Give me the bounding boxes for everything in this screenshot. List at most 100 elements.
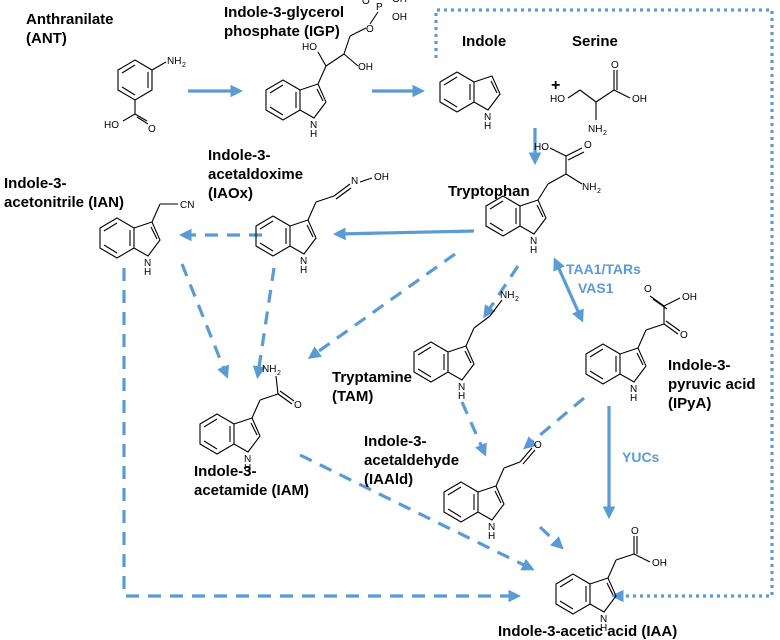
iaox-structure: N H N OH bbox=[255, 172, 389, 276]
iaox-label-line2: acetaldoxime bbox=[208, 166, 303, 183]
tryptamine-structure: N H NH 2 bbox=[413, 290, 519, 402]
iaox-n-atom: N bbox=[300, 256, 307, 267]
igp-structure: N H HO OH O P OH OH O bbox=[265, 0, 407, 140]
anthranilate-structure: NH 2 HO O bbox=[104, 56, 186, 135]
arrow-iaald-to-iaa bbox=[538, 525, 564, 550]
tam-nh2-atom: NH bbox=[500, 290, 514, 301]
igp-oh2-atom: OH bbox=[392, 12, 407, 23]
ipya-h-atom: H bbox=[630, 393, 637, 404]
igp-label-line2: phosphate (IGP) bbox=[224, 23, 340, 40]
igp-oh1-atom: OH bbox=[392, 0, 407, 5]
iaa-oh-atom: OH bbox=[652, 558, 667, 569]
trp-n-atom: N bbox=[530, 236, 537, 247]
iaald-o-atom: O bbox=[534, 440, 542, 451]
iaox-noh-n: N bbox=[351, 176, 358, 187]
iaa-n-atom: N bbox=[600, 614, 607, 625]
ian-label-line1: Indole-3- bbox=[4, 175, 67, 192]
ant-nh2-sub: 2 bbox=[182, 62, 186, 69]
ipya-structure: N H O O OH bbox=[585, 284, 697, 404]
arrow-tam-to-iaald bbox=[460, 401, 487, 457]
igp-p-atom: P bbox=[376, 2, 383, 13]
ant-o-atom: O bbox=[148, 124, 156, 135]
iaald-label-line2: acetaldehyde bbox=[364, 452, 459, 469]
ipya-label-line2: pyruvic acid bbox=[668, 376, 756, 393]
tam-label-line2: (TAM) bbox=[332, 388, 373, 405]
ipya-label-line3: (IPyA) bbox=[668, 395, 711, 412]
indole-n-atom: N bbox=[484, 112, 491, 123]
ipya-n-atom: N bbox=[630, 384, 637, 395]
igp-ho-atom: HO bbox=[302, 42, 317, 53]
ipya-o2-atom: O bbox=[644, 284, 652, 295]
tam-nh2-sub: 2 bbox=[515, 296, 519, 303]
iam-nh2-sub: 2 bbox=[277, 370, 281, 377]
iaox-h-atom: H bbox=[300, 265, 307, 276]
arrow-trp-to-iam bbox=[307, 252, 456, 359]
ant-label-line1: Anthranilate bbox=[26, 11, 114, 28]
ian-cn-atom: CN bbox=[180, 200, 194, 211]
indole-h-atom: H bbox=[484, 121, 491, 132]
iam-label-line2: acetamide (IAM) bbox=[194, 482, 309, 499]
trp-o-atom: O bbox=[584, 140, 592, 151]
enzyme-yucs: YUCs bbox=[622, 449, 660, 465]
arrow-ipya-to-iaald bbox=[523, 396, 586, 450]
iaa-o-atom: O bbox=[631, 526, 639, 537]
iaald-h-atom: H bbox=[488, 531, 495, 542]
serine-nh2-sub: 2 bbox=[603, 130, 607, 137]
arrow-iaox-to-iam bbox=[252, 267, 276, 380]
ian-label-line2: acetonitrile (IAN) bbox=[4, 194, 124, 211]
tam-n-atom: N bbox=[458, 382, 465, 393]
tam-label-line1: Tryptamine bbox=[332, 369, 412, 386]
iaald-label-line3: (IAAld) bbox=[364, 471, 413, 488]
iaa-h-atom: H bbox=[600, 623, 607, 634]
iam-structure: N H O NH 2 bbox=[199, 364, 302, 474]
iaa-structure: N H O OH bbox=[555, 526, 667, 634]
indole-structure: N H bbox=[439, 71, 501, 132]
serine-structure: HO O OH NH 2 bbox=[550, 60, 647, 137]
iaox-noh-oh: OH bbox=[374, 172, 389, 183]
serine-o-atom: O bbox=[611, 60, 619, 71]
serine-ho-atom: HO bbox=[550, 94, 565, 105]
arrow-ian-to-iam bbox=[180, 263, 230, 379]
ipya-label-line1: Indole-3- bbox=[668, 357, 731, 374]
igp-label-line1: Indole-3-glycerol bbox=[224, 4, 344, 21]
arrow-indole-to-iaa bbox=[434, 8, 774, 603]
trp-nh2-atom: NH bbox=[582, 182, 596, 193]
iaald-n-atom: N bbox=[488, 522, 495, 533]
ant-label-line2: (ANT) bbox=[26, 30, 67, 47]
serine-label: Serine bbox=[572, 33, 618, 50]
iaald-label-line1: Indole-3- bbox=[364, 433, 427, 450]
ipya-oh-atom: OH bbox=[682, 292, 697, 303]
arrow-ian-to-iaa bbox=[122, 268, 522, 603]
ant-ho-atom: HO bbox=[104, 120, 119, 131]
serine-oh-atom: OH bbox=[632, 94, 647, 105]
iaald-structure: N H O bbox=[443, 440, 542, 542]
iam-nh2-atom: NH bbox=[262, 364, 276, 375]
enzyme-vas1: VAS1 bbox=[578, 280, 614, 296]
ian-n-atom: N bbox=[144, 258, 151, 269]
ant-nh2-atom: NH bbox=[167, 56, 181, 67]
arrow-iam-to-iaa bbox=[299, 453, 535, 571]
plus-sign: + bbox=[551, 77, 560, 94]
serine-nh2-atom: NH bbox=[588, 124, 602, 135]
igp-oh-atom: OH bbox=[358, 62, 373, 73]
arrow-trp-to-iaox bbox=[332, 227, 475, 241]
ian-structure: N H CN bbox=[99, 200, 194, 278]
enzyme-taa1-tars: TAA1/TARs bbox=[566, 261, 641, 277]
iam-h-atom: H bbox=[244, 463, 251, 474]
trp-nh2-sub: 2 bbox=[597, 188, 601, 195]
iaox-label-line1: Indole-3- bbox=[208, 147, 271, 164]
igp-o-link: O bbox=[366, 24, 374, 35]
arrow-trp-ipya bbox=[553, 257, 584, 323]
indole-label: Indole bbox=[462, 33, 506, 50]
igp-nh-atom: N bbox=[310, 120, 317, 131]
iaox-label-line3: (IAOx) bbox=[208, 185, 253, 202]
igp-po-atom: O bbox=[362, 0, 370, 7]
trp-label: Tryptophan bbox=[448, 183, 530, 200]
ipya-o-atom: O bbox=[680, 330, 688, 341]
trp-ho-atom: HO bbox=[534, 142, 549, 153]
iam-n-atom: N bbox=[244, 454, 251, 465]
iam-o-atom: O bbox=[294, 400, 302, 411]
iaa-label: Indole-3-acetic acid (IAA) bbox=[498, 623, 677, 640]
